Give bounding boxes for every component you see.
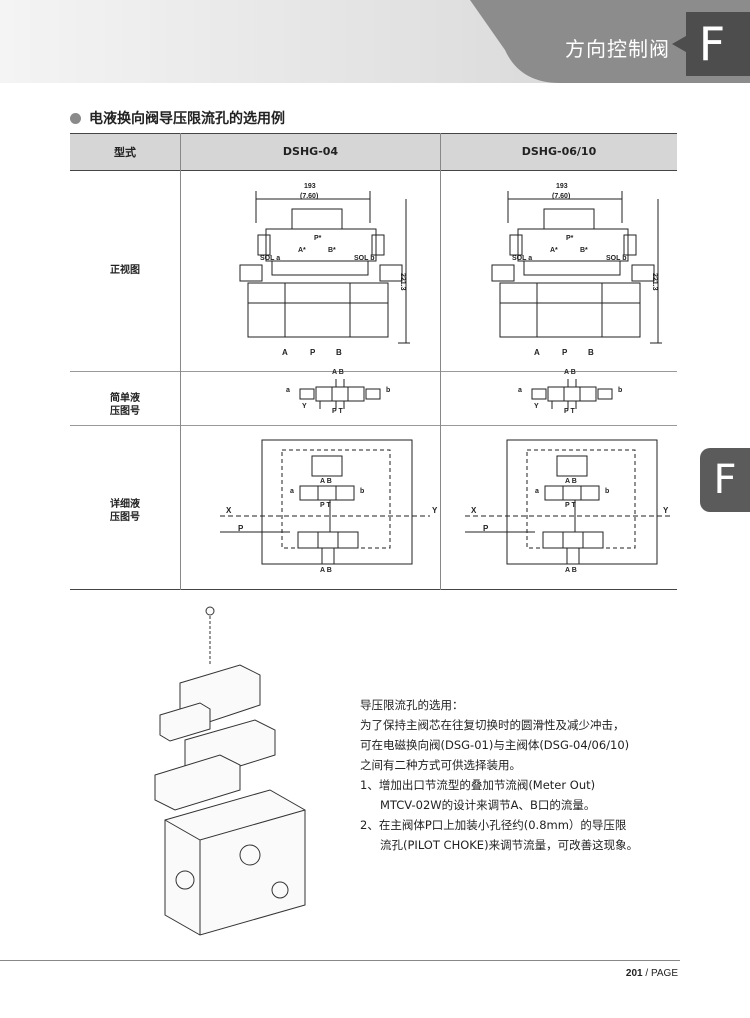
detail-a-label: a [535,488,539,495]
row-label-simple-line1: 简单液 [110,393,140,404]
page-number: 201 / PAGE [626,968,678,979]
notes-line: MTCV-02W的设计来调节A、B口的流量。 [380,798,596,812]
table-head-rule [70,170,677,171]
detail-pt-label: P T [320,502,331,509]
col-header-dshg0610: DSHG-06/10 [441,133,677,170]
detail-a-label: a [290,488,294,495]
simple-b-label: b [386,387,391,394]
detail-pt-label: P T [565,502,576,509]
header-band: 方向控制阀 F [0,0,750,83]
section-heading: 电液换向阀导压限流孔的选用例 [70,108,285,128]
width-inch-label: (7.60) [552,193,571,200]
exploded-valve-illustration [130,605,355,950]
simple-pt-label: P T [564,408,575,415]
simple-y-label: Y [302,403,307,410]
front-view-dshg0610: 193 (7.60) 221.3 SOL a SOL b P* A* B* A … [482,183,662,363]
sol-b-label: SOL b [606,255,627,262]
top-port-p: P* [566,235,574,242]
detail-ab-top-label: A B [565,478,577,485]
page-number-suffix: / PAGE [645,968,678,979]
width-inch-label: (7.60) [300,193,319,200]
table-col-rule [440,133,441,590]
simple-symbol-drawing [299,379,381,409]
header-title: 方向控制阀 [565,37,670,61]
simple-symbol-dshg04: A B a b Y P T [280,369,400,417]
bullet-icon [70,112,81,124]
detail-symbol-drawing [465,439,670,565]
row-label-detail-line2: 压图号 [110,512,140,523]
detail-symbol-dshg0610: X P Y A B P T A B a b [465,436,675,584]
table-col-rule [180,133,181,590]
simple-y-label: Y [534,403,539,410]
notes-line: 1、增加出口节流型的叠加节流阀(Meter Out) [360,778,596,792]
side-section-tab[interactable]: F [700,448,750,512]
width-mm-label: 193 [304,183,316,190]
section-title: 电液换向阀导压限流孔的选用例 [89,111,285,127]
simple-ab-label: A B [332,369,344,376]
port-p-label: P [310,348,316,357]
spec-table: 型式 DSHG-04 DSHG-06/10 正视图 简单液 压图号 详细液 压图… [70,133,677,590]
front-view-drawing [491,191,662,344]
col-header-type: 型式 [70,133,180,170]
simple-pt-label: P T [332,408,343,415]
header-section-letter: F [698,17,726,71]
row-label-front-view: 正视图 [110,265,140,276]
col-header-dshg04: DSHG-04 [181,133,440,170]
port-a-label: A [534,348,540,357]
detail-b-label: b [360,488,365,495]
detail-y-label: Y [432,506,438,515]
table-bottom-rule [70,589,677,590]
detail-p-label: P [483,524,489,533]
front-view-dshg04: 193 (7.60) 221.3 SOL a SOL b P* A* B* A … [230,183,410,363]
top-port-a: A* [298,247,306,254]
table-top-rule [70,133,677,134]
notes-line: 之间有二种方式可供选择装用。 [360,758,521,772]
height-mm-label: 221.3 [651,273,658,291]
top-port-a: A* [550,247,558,254]
simple-ab-label: A B [564,369,576,376]
table-row-rule [70,371,677,372]
sol-a-label: SOL a [260,255,281,262]
sol-b-label: SOL b [354,255,375,262]
sol-a-label: SOL a [512,255,533,262]
notes-line: 可在电磁换向阀(DSG-01)与主阀体(DSG-04/06/10) [360,738,630,752]
simple-symbol-drawing [531,379,613,409]
height-mm-label: 221.3 [399,273,406,291]
detail-y-label: Y [663,506,669,515]
port-a-label: A [282,348,288,357]
simple-a-label: a [286,387,290,394]
row-label-simple-line2: 压图号 [110,406,140,417]
table-row-rule [70,425,677,426]
header-background [0,0,750,83]
footer-rule [0,960,680,961]
detail-ab-bottom-label: A B [320,567,332,574]
detail-ab-bottom-label: A B [565,567,577,574]
valve-stack-drawing [154,606,306,936]
notes-line: 2、在主阀体P口上加装小孔径约(0.8mm）的导压限 [360,818,627,832]
detail-symbol-drawing [220,439,430,565]
pilot-choke-notes: 导压限流孔的选用： 为了保持主阀芯在往复切换时的圆滑性及减少冲击， 可在电磁换向… [360,695,680,855]
notes-line: 为了保持主阀芯在往复切换时的圆滑性及减少冲击， [360,718,625,732]
front-view-drawing [239,191,410,344]
detail-x-label: X [226,506,232,515]
top-port-b: B* [580,247,588,254]
notes-line: 流孔(PILOT CHOKE)来调节流量，可改善这现象。 [380,838,639,852]
port-p-label: P [562,348,568,357]
top-port-b: B* [328,247,336,254]
detail-x-label: X [471,506,477,515]
notes-title: 导压限流孔的选用： [360,698,464,712]
detail-p-label: P [238,524,244,533]
width-mm-label: 193 [556,183,568,190]
page-number-value: 201 [625,968,643,979]
port-b-label: B [588,348,594,357]
simple-a-label: a [518,387,522,394]
simple-b-label: b [618,387,623,394]
detail-b-label: b [605,488,610,495]
row-label-detail-line1: 详细液 [110,499,140,510]
detail-symbol-dshg04: X P Y A B P T A B a b [220,436,445,584]
simple-symbol-dshg0610: A B a b Y P T [512,369,632,417]
port-b-label: B [336,348,342,357]
top-port-p: P* [314,235,322,242]
detail-ab-top-label: A B [320,478,332,485]
